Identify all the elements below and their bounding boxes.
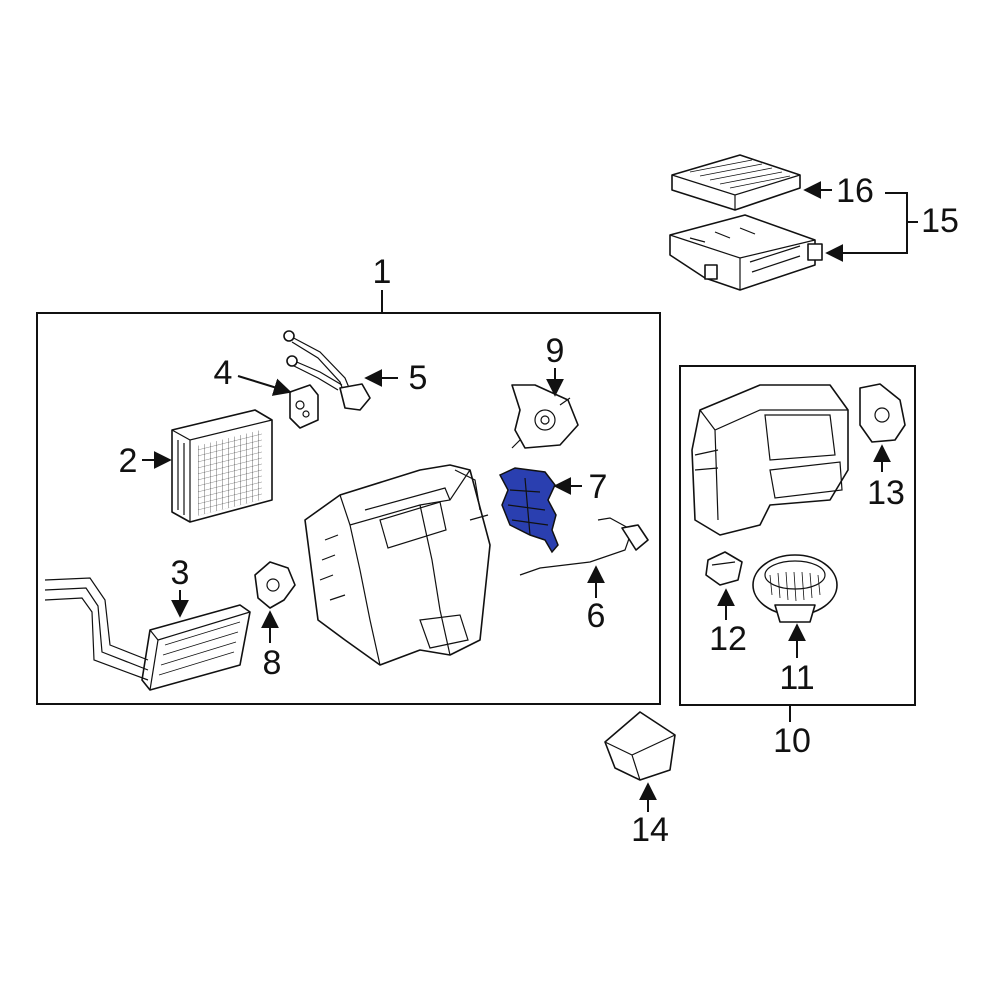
callout-9: 9 bbox=[546, 332, 565, 370]
callout-1: 1 bbox=[373, 253, 392, 291]
part-2-evaporator bbox=[171, 409, 273, 523]
part-8-servo bbox=[254, 561, 296, 609]
part-14-control-module bbox=[604, 711, 676, 781]
part-4-expansion-valve bbox=[289, 384, 319, 429]
part-5-tubes bbox=[283, 330, 371, 411]
part-16-filter bbox=[671, 154, 801, 211]
callout-8: 8 bbox=[263, 644, 282, 682]
callout-11: 11 bbox=[779, 659, 814, 697]
part-6-sensor-wire bbox=[519, 517, 649, 576]
leader-4 bbox=[237, 375, 292, 396]
part-11-blower-motor bbox=[752, 554, 838, 623]
callout-5: 5 bbox=[409, 359, 428, 397]
part-10-blower-housing bbox=[691, 384, 849, 536]
assembly-10-frame bbox=[679, 365, 916, 706]
callout-6: 6 bbox=[587, 597, 606, 635]
part-3-heater-core bbox=[44, 577, 251, 691]
assembly-1-frame bbox=[36, 312, 661, 705]
part-9-actuator bbox=[511, 384, 579, 449]
callout-7: 7 bbox=[589, 468, 608, 506]
callout-12: 12 bbox=[709, 620, 747, 658]
callout-13: 13 bbox=[867, 474, 905, 512]
callout-10: 10 bbox=[773, 722, 811, 760]
part-12-resistor bbox=[705, 551, 743, 586]
callout-2: 2 bbox=[119, 442, 138, 480]
part-7-highlighted-actuator bbox=[498, 467, 559, 554]
callout-3: 3 bbox=[171, 554, 190, 592]
part-13-actuator bbox=[859, 383, 906, 443]
callout-16: 16 bbox=[836, 172, 874, 210]
part-1-hvac-housing bbox=[304, 464, 491, 666]
callout-14: 14 bbox=[631, 811, 669, 849]
part-15-filter-case bbox=[669, 214, 823, 291]
callout-4: 4 bbox=[214, 354, 233, 392]
callout-15: 15 bbox=[921, 202, 959, 240]
